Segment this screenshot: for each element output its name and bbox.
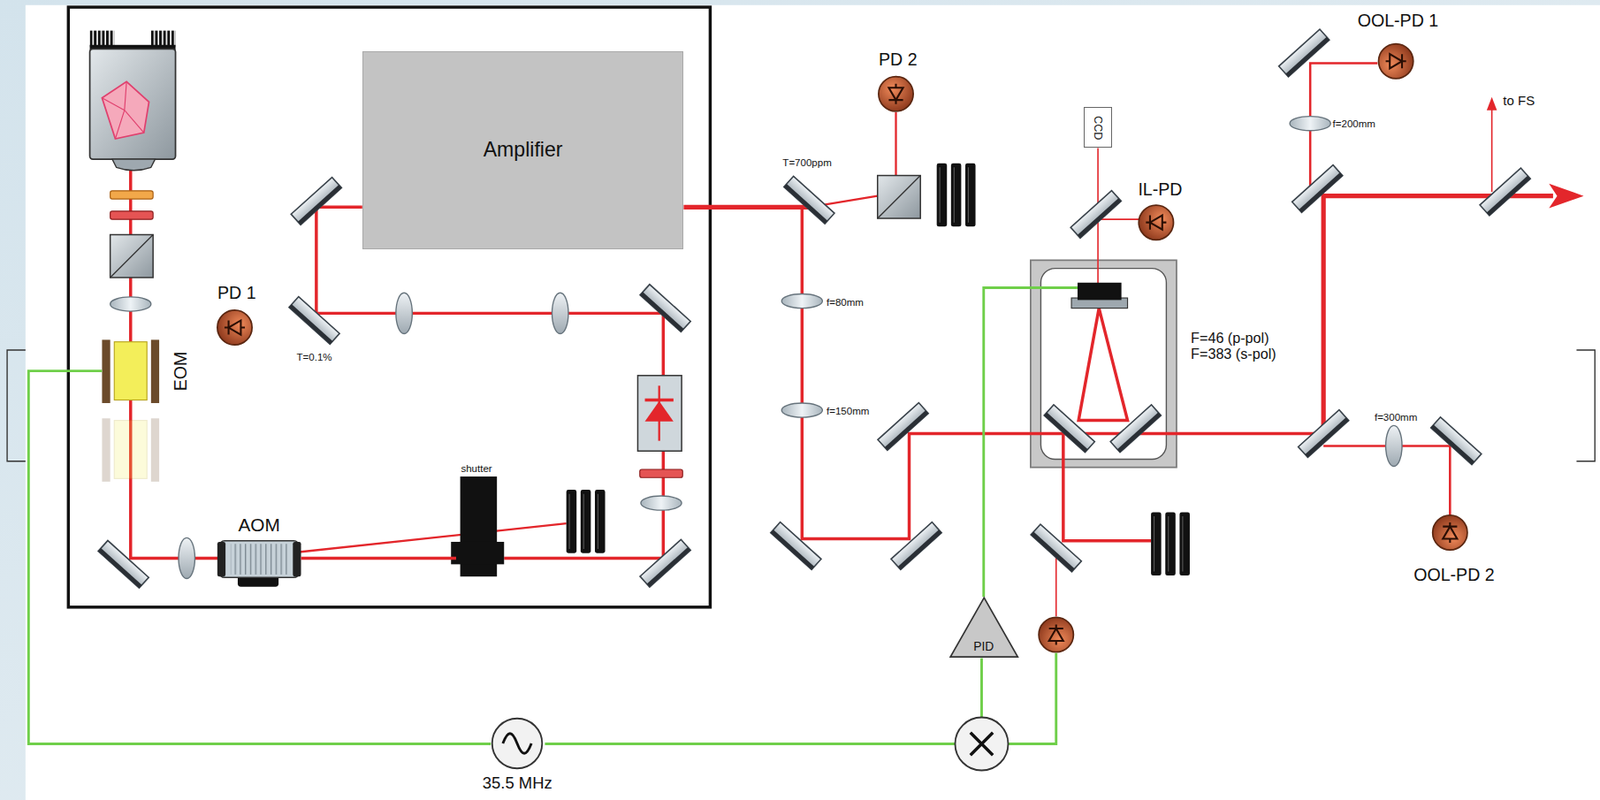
ccd-camera: CCD <box>1083 106 1113 148</box>
node-label: OOL-PD 2 <box>1413 564 1495 586</box>
node-label: F=383 (s-pol) <box>1190 345 1277 363</box>
eom: EOM <box>101 342 160 401</box>
node-label: PD 2 <box>878 49 918 70</box>
node-label: OOL-PD 1 <box>1357 10 1440 31</box>
component-label: T=0.1% <box>297 351 333 364</box>
text-wrap: OOL-PD 2 <box>1410 563 1498 587</box>
text-wrap: IL-PD <box>1135 178 1185 201</box>
node-label: CCD <box>1091 115 1105 141</box>
photodiode-label: PD 2 <box>876 48 921 71</box>
optical-cavity: F=46 (p-pol)F=383 (s-pol) <box>1030 259 1177 467</box>
text-wrap: PID <box>973 640 994 655</box>
component-label: f=150mm <box>826 405 869 418</box>
photodiode-label: OOL-PD 1 <box>1355 9 1442 32</box>
node-label: F=46 (p-pol) <box>1190 329 1277 347</box>
node-label: 35.5 MHz <box>482 773 553 793</box>
oscillator-outline <box>492 718 543 770</box>
node-label: PD 1 <box>217 282 257 304</box>
text-wrap: EOM <box>170 350 191 391</box>
text-wrap: OOL-PD 1 <box>1355 9 1442 32</box>
oscillator-symbol <box>490 716 544 770</box>
text-wrap: PD 2 <box>876 48 921 71</box>
component-label: T=700ppm <box>782 157 831 169</box>
node-label: AOM <box>238 514 281 536</box>
text-wrap: 35.5 MHz <box>482 773 553 793</box>
shutter: shutter <box>456 476 497 577</box>
amplifier-box: Amplifier <box>362 51 685 250</box>
component-label: f=200mm <box>1333 118 1376 130</box>
laser-beam <box>301 556 457 560</box>
component-label: f=300mm <box>1374 411 1418 424</box>
pid-outline <box>950 597 1018 657</box>
text-wrap: shutter <box>460 463 492 475</box>
photodiode-label: OOL-PD 2 <box>1410 563 1498 587</box>
photodiode-label: PD 1 <box>214 281 260 305</box>
text-wrap: AOM <box>238 514 281 536</box>
node-label: Amplifier <box>483 137 564 162</box>
photodiode-label: IL-PD <box>1135 178 1185 201</box>
node-label: PID <box>973 640 994 655</box>
node-label: IL-PD <box>1137 179 1182 200</box>
text-wrap: CCD <box>1091 115 1105 141</box>
component-label: to FS <box>1502 93 1535 109</box>
text-wrap: Amplifier <box>483 137 564 162</box>
text-wrap: F=46 (p-pol)F=383 (s-pol) <box>1190 329 1277 363</box>
feedback-wire <box>983 288 1031 598</box>
rf-wire <box>28 371 491 745</box>
node-label: EOM <box>170 350 191 391</box>
sine-symbol <box>502 733 532 755</box>
oscillator: 35.5 MHz <box>490 716 544 770</box>
pid-controller: PID <box>949 596 1019 658</box>
text-wrap: PD 1 <box>214 281 260 305</box>
aom: AOM <box>217 537 302 580</box>
node-label: shutter <box>460 463 492 475</box>
component-label: f=80mm <box>826 297 864 309</box>
